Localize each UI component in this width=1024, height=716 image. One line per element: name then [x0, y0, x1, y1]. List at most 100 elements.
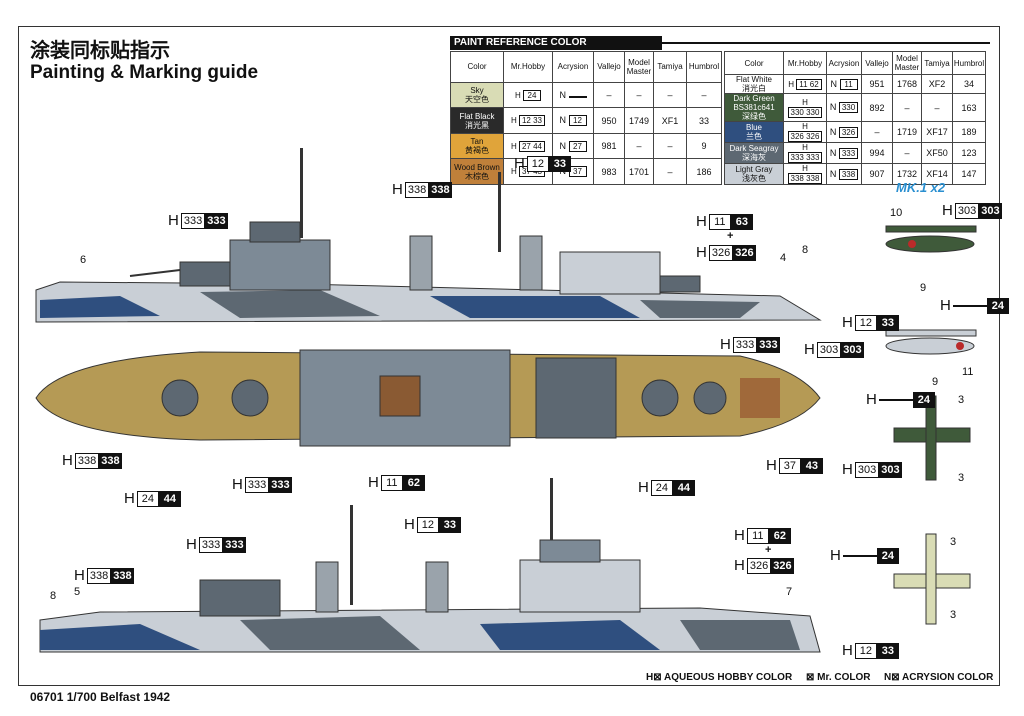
color-name: Blue: [745, 123, 762, 132]
color-swatch: Wood Brown 木棕色: [450, 158, 504, 185]
tamiya-code: –: [653, 132, 687, 160]
color-name: Dark Green BS381c641: [733, 94, 775, 112]
part-number: 9: [920, 282, 927, 294]
ship-side-view-top: [35, 148, 822, 323]
tamiya-code: XF1: [653, 107, 687, 134]
color-name: Sky: [470, 86, 484, 96]
paint-row: Light Gray 浅灰色 H 338 338 N 338 907 1732 …: [724, 163, 986, 185]
humbrol-code: 186: [686, 158, 722, 185]
part-number: 10: [890, 207, 903, 219]
color-swatch: Dark Green BS381c641 深绿色: [724, 93, 784, 122]
color-name-cn: 浅灰色: [742, 174, 766, 183]
humbrol-code: –: [686, 81, 722, 109]
color-name: Dark Seagray: [729, 144, 779, 153]
color-swatch: Light Gray 浅灰色: [724, 163, 784, 185]
part-number: 5: [74, 586, 81, 598]
part-number: 3: [950, 536, 957, 548]
part-number: 3: [950, 609, 957, 621]
color-name-cn: 深绿色: [742, 112, 766, 121]
mrhobby-code: H 338 338: [783, 163, 827, 185]
paint-row: Dark Green BS381c641 深绿色 H 330 330 N 330…: [724, 93, 986, 122]
acrysion-code: N 330: [826, 93, 862, 122]
col-acrysion: Acrysion: [826, 51, 862, 75]
walrus-aircraft-side-2: [885, 329, 977, 355]
color-swatch: Flat White 消光白: [724, 74, 784, 94]
color-name: Tan: [470, 137, 484, 147]
part-number: 7: [786, 586, 793, 598]
col-humbrol: Humbrol: [686, 51, 722, 83]
color-name: Flat Black: [459, 111, 495, 121]
title-chinese: 涂装同标贴指示: [30, 38, 170, 62]
plus-sign: +: [727, 230, 734, 242]
color-name-cn: 兰色: [746, 132, 762, 141]
legend-aqueous: H⊠ AQUEOUS HOBBY COLOR: [646, 672, 793, 683]
paint-table-right: Color Mr.Hobby Acrysion Vallejo Model Ma…: [724, 51, 986, 185]
mk1-label: MK.1 x2: [896, 180, 946, 195]
mrhobby-code: H 333 333: [783, 142, 827, 164]
modelmaster-code: 1701: [624, 158, 654, 185]
walrus-aircraft-top: [893, 395, 971, 481]
color-name-cn: 消光白: [742, 84, 766, 93]
legend-acrysion: N⊠ ACRYSION COLOR: [884, 672, 994, 683]
col-humbrol: Humbrol: [952, 51, 986, 75]
color-name-cn: 深海灰: [742, 153, 766, 162]
paint-row: Blue 兰色 H 326 326 N 326 – 1719 XF17 189: [724, 121, 986, 143]
part-number: 9: [932, 376, 939, 388]
humbrol-code: 34: [952, 74, 986, 94]
paint-row: Flat White 消光白 H 11 62 N 11 951 1768 XF2…: [724, 74, 986, 94]
walrus-aircraft-side-1: [885, 225, 977, 253]
color-name-cn: 天空色: [465, 95, 489, 105]
col-modelmaster: Model Master: [624, 51, 654, 83]
part-number: 8: [802, 244, 809, 256]
part-number: 8: [50, 590, 57, 602]
ship-deck-view: [35, 349, 821, 447]
acrysion-code: N 338: [826, 163, 862, 185]
color-name-cn: 消光黑: [465, 120, 489, 130]
sheet-frame: [18, 26, 1000, 686]
humbrol-code: 147: [952, 163, 986, 185]
product-footer: 06701 1/700 Belfast 1942: [30, 690, 171, 704]
paint-row: Dark Seagray 深海灰 H 333 333 N 333 994 – X…: [724, 142, 986, 164]
acrysion-code: N 333: [826, 142, 862, 164]
color-name: Light Gray: [735, 165, 773, 174]
legend-mr-color: ⊠ Mr. COLOR: [806, 672, 871, 683]
part-number: 6: [80, 254, 87, 266]
vallejo-code: –: [593, 81, 625, 109]
modelmaster-code: –: [624, 81, 654, 109]
humbrol-code: 163: [952, 93, 986, 122]
color-name: Flat White: [735, 75, 772, 84]
paint-row: Sky 天空色 H 24 N – – – –: [450, 81, 722, 109]
vallejo-code: 907: [861, 163, 893, 185]
vallejo-code: 950: [593, 107, 625, 134]
modelmaster-code: –: [892, 93, 922, 122]
ship-side-view-bottom: [39, 478, 821, 653]
col-tamiya: Tamiya: [921, 51, 953, 75]
tamiya-code: –: [653, 81, 687, 109]
color-name-cn: 黄褐色: [465, 146, 489, 156]
part-number: 3: [958, 472, 965, 484]
col-color: Color: [450, 51, 504, 83]
header-rule: [658, 42, 990, 44]
part-number: 4: [780, 252, 787, 264]
